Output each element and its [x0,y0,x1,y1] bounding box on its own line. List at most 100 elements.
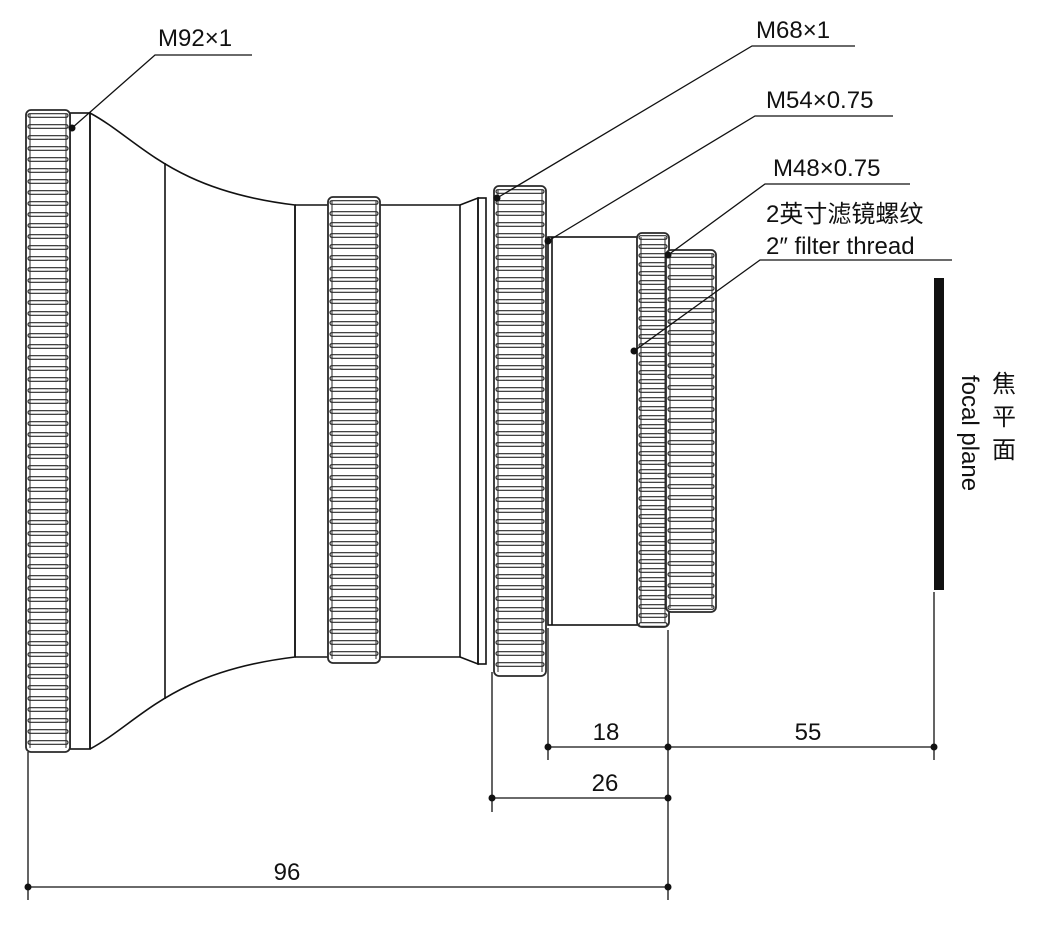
knurl-ridge [495,486,545,491]
knurl-ridge [495,497,545,502]
knurl-ridge [638,622,668,627]
knurl-ridge [329,354,379,359]
leader-m54 [547,115,893,242]
knurl-ridge [667,440,715,445]
knurl-ridge [667,517,715,522]
knurl-ridge [495,640,545,645]
knurl-ridge [667,583,715,588]
callout-m54: M54×0.75 [766,87,873,114]
knurl-ridge [27,344,69,349]
knurl-ridge [329,497,379,502]
knurl-ridge [495,607,545,612]
knurl-ridge [495,321,545,326]
focal-plane-char-3: 面 [992,437,1016,464]
knurl-ridge [667,352,715,357]
knurl-ridge [667,429,715,434]
leader-filter [633,259,952,352]
knurl-ridge [495,277,545,282]
knurl-ridge [329,244,379,249]
knurl-ridge [329,651,379,656]
knurl-ridge [329,596,379,601]
knurl-ridge [329,288,379,293]
knurl-ridge [329,310,379,315]
callout-m92: M92×1 [158,25,232,52]
knurl-ridge [27,267,69,272]
knurl-ridge [329,387,379,392]
knurl-ridge [667,319,715,324]
knurl-ridge [27,421,69,426]
knurl-ridge [27,509,69,514]
knurl-ridge [495,662,545,667]
dim-dot [544,743,552,751]
knurl-ridge [27,322,69,327]
knurl-ridge [27,377,69,382]
knurl-ridge [329,541,379,546]
callout-dots [68,124,672,355]
knurl-ridge [329,475,379,480]
knurl-outline [327,196,381,664]
knurl-ridge [27,333,69,338]
knurl-ridge [329,277,379,282]
knurl-ring-middle [327,196,381,664]
knurl-ridge [495,354,545,359]
knurl-ridge [638,613,668,618]
knurl-ridge [329,365,379,370]
knurl-ridge [27,729,69,734]
dim-dot [930,743,938,751]
leader-m68 [496,45,855,199]
knurl-ridge [329,299,379,304]
knurl-ridge [667,495,715,500]
knurl-ridge [495,508,545,513]
knurl-ridge [495,629,545,634]
leader-m48 [667,183,910,256]
focal-plane-cn: 焦 平 面 [992,371,1016,464]
knurl-ridge [667,572,715,577]
knurl-ridge [495,222,545,227]
knurl-ridge [27,586,69,591]
knurl-ridge [495,453,545,458]
dimension-lines [27,592,935,900]
knurl-ridge [27,399,69,404]
knurl-ridge [329,255,379,260]
knurl-ridge [27,564,69,569]
callout-m48: M48×0.75 [773,155,880,182]
knurl-ridge [329,563,379,568]
knurl-ridge [27,157,69,162]
knurl-ridge [329,618,379,623]
knurl-ridge [495,420,545,425]
knurl-ridge [329,321,379,326]
knurl-ridge [667,363,715,368]
knurl-ridge [27,289,69,294]
knurl-ridge [329,376,379,381]
knurl-ridge [27,685,69,690]
knurl-ridge [27,674,69,679]
knurl-ridge [27,300,69,305]
knurl-ridge [638,244,668,249]
knurl-ridge [495,475,545,480]
knurl-ridge [667,308,715,313]
dim-dot [488,794,496,802]
knurl-ridge [495,398,545,403]
dim-label-96: 96 [274,859,301,886]
knurl-ridge [495,618,545,623]
dim-dot [664,883,672,891]
knurl-ridge [667,286,715,291]
knurl-ridge [329,233,379,238]
knurl-ridge [27,619,69,624]
knurl-ridge [667,297,715,302]
knurl-ridge [667,506,715,511]
knurl-ridge [329,332,379,337]
knurl-ridge [27,531,69,536]
knurl-ridge [667,341,715,346]
knurl-outline [493,185,547,677]
dot-m54 [544,237,552,245]
knurl-ridge [667,594,715,599]
knurl-ridge [27,256,69,261]
knurl-ridge [495,442,545,447]
focal-plane-char-2: 平 [992,404,1016,431]
knurl-ridge [329,431,379,436]
knurl-ridge [27,410,69,415]
knurl-ridge [667,528,715,533]
knurl-ridge [667,374,715,379]
